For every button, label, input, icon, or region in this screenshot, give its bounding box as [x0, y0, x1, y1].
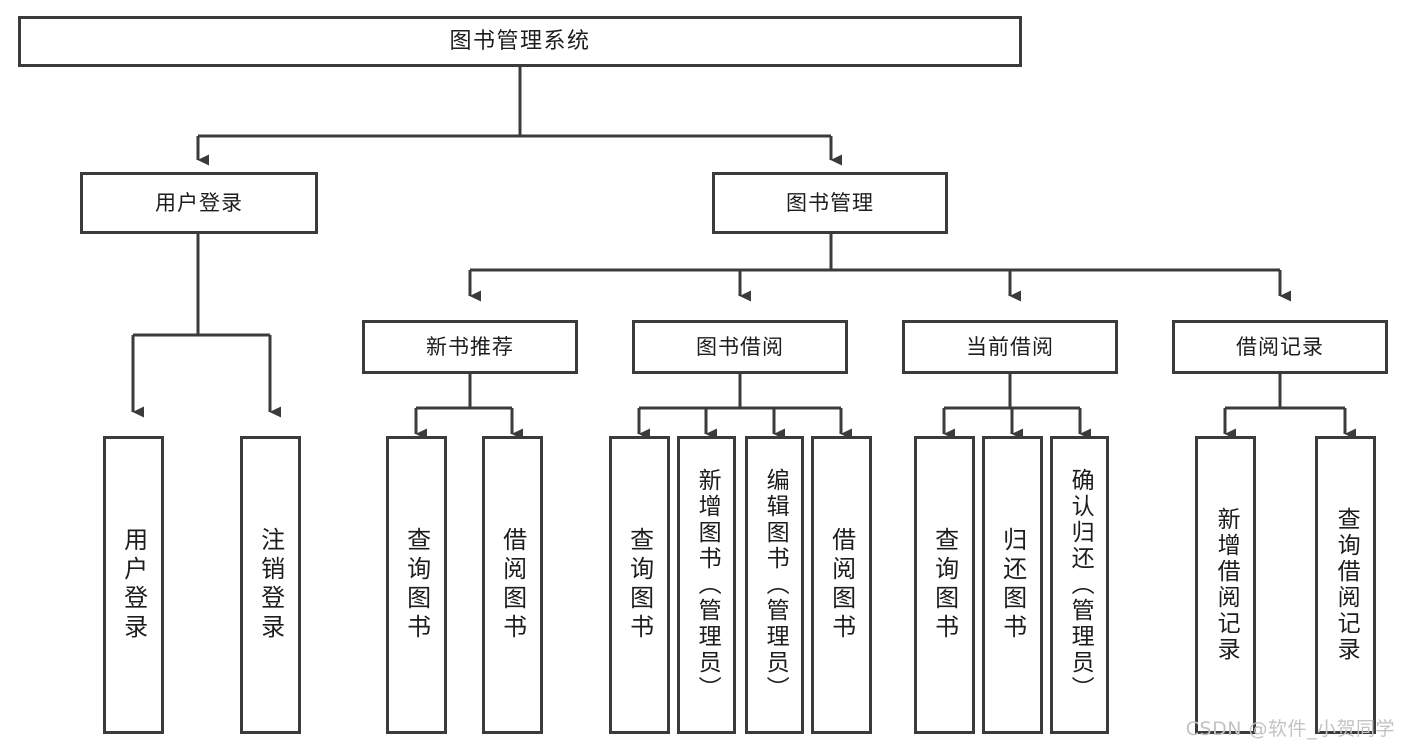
node-leaf-logout-login[interactable]: 注销登录: [240, 436, 301, 734]
node-book-management[interactable]: 图书管理: [712, 172, 948, 234]
node-leaf-query-book-recommend[interactable]: 查询图书: [386, 436, 447, 734]
node-leaf-add-book-admin[interactable]: 新增图书（管理员）: [677, 436, 736, 734]
csdn-watermark: CSDN @软件_小贺同学: [1185, 718, 1395, 740]
node-leaf-borrow-book-borrow[interactable]: 借阅图书: [811, 436, 872, 734]
node-leaf-query-book-borrow[interactable]: 查询图书: [609, 436, 670, 734]
node-current-borrow[interactable]: 当前借阅: [902, 320, 1118, 374]
node-leaf-confirm-return-admin[interactable]: 确认归还（管理员）: [1050, 436, 1109, 734]
node-leaf-query-borrow-record[interactable]: 查询借阅记录: [1315, 436, 1376, 734]
node-leaf-add-borrow-record[interactable]: 新增借阅记录: [1195, 436, 1256, 734]
node-new-book-recommend[interactable]: 新书推荐: [362, 320, 578, 374]
node-leaf-query-book-current[interactable]: 查询图书: [914, 436, 975, 734]
node-leaf-user-login[interactable]: 用户登录: [103, 436, 164, 734]
node-book-borrow[interactable]: 图书借阅: [632, 320, 848, 374]
node-user-login[interactable]: 用户登录: [80, 172, 318, 234]
node-leaf-edit-book-admin[interactable]: 编辑图书（管理员）: [745, 436, 804, 734]
node-root-book-management-system[interactable]: 图书管理系统: [18, 16, 1022, 67]
node-leaf-borrow-book-recommend[interactable]: 借阅图书: [482, 436, 543, 734]
node-borrow-record[interactable]: 借阅记录: [1172, 320, 1388, 374]
node-leaf-return-book[interactable]: 归还图书: [982, 436, 1043, 734]
